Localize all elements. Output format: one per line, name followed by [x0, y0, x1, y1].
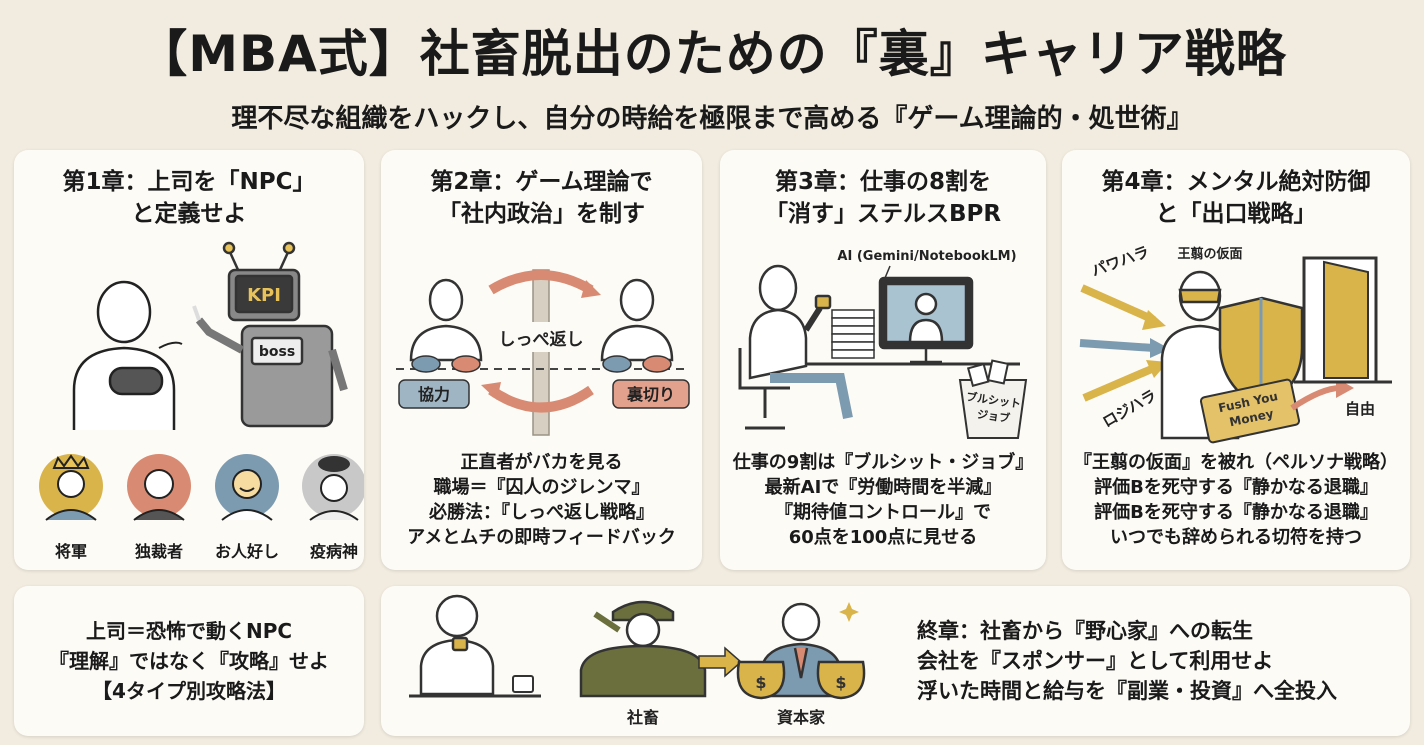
trash-bin: [958, 359, 1028, 439]
transition-arrow: [698, 646, 743, 678]
chapter2-body: 正直者がバカを見る 職場＝『囚人のジレンマ』 必勝法：『しっぺ返し戦略』 アメと…: [407, 452, 676, 548]
shachiku-label: 社畜: [626, 708, 659, 727]
trash-label-2: ジョブ: [976, 407, 1011, 425]
mask-label: 王翦の仮面: [1177, 246, 1242, 262]
chapter1-card: 第1章：上司を「NPC」 と定義せよ KPI boss: [14, 150, 364, 570]
summary-text: 上司＝恐怖で動くNPC 『理解』ではなく『攻略』せよ 【4タイプ別攻略法】: [49, 619, 329, 703]
dictator-avatar: [127, 454, 191, 521]
summary-card: 上司＝恐怖で動くNPC 『理解』ではなく『攻略』せよ 【4タイプ別攻略法】: [14, 586, 364, 736]
chapter3-body: 仕事の9割は『ブルシット・ジョブ』 最新AIで『労働時間を半減』 『期待値コント…: [732, 452, 1034, 548]
chapter2-title: 第2章：ゲーム理論で 「社内政治」を制す: [430, 169, 653, 227]
final-chapter-card: 社畜 $ $ 資本家 終章：社畜から『野心家』への転生 会社を『スポンサー』とし…: [381, 586, 1410, 736]
boss-robot: [192, 241, 348, 428]
chapter1-title: 第1章：上司を「NPC」 と定義せよ: [62, 169, 316, 227]
ticket-icon: [1199, 378, 1301, 444]
chapter3-card: 第3章：仕事の8割を 「消す」ステルスBPR AI (Gemini/Notebo…: [720, 150, 1046, 570]
type-label-plague: 疫病神: [309, 542, 358, 561]
final-chapter-text: 終章：社畜から『野心家』への転生 会社を『スポンサー』として利用せよ 浮いた時間…: [917, 619, 1337, 703]
exit-door: [1294, 256, 1392, 384]
money-bag-right: [816, 660, 866, 700]
robot-badge-label: boss: [259, 344, 295, 360]
left-player-icon: [409, 278, 483, 362]
capitalist-figure: [736, 602, 866, 700]
npc-illustration: KPI boss: [72, 241, 348, 430]
capitalist-label: 資本家: [777, 708, 826, 727]
plague-avatar: [302, 454, 364, 521]
betray-label: 裏切り: [626, 385, 675, 404]
logic-harassment-label: ロジハラ: [1099, 386, 1159, 431]
chapter2-card: 第2章：ゲーム理論で 「社内政治」を制す しっぺ返し 協力 裏切り 正直者がバカ…: [381, 150, 702, 570]
rebirth-illustration: 社畜 $ $ 資本家: [409, 594, 866, 727]
sparkle-icon: [839, 602, 859, 622]
boss-type-avatars: [39, 454, 364, 521]
ai-label: AI (Gemini/NotebookLM): [837, 249, 1016, 264]
type-label-pushover: お人好し: [214, 542, 279, 561]
page-subtitle: 理不尽な組織をハックし、自分の時給を極限まで高める『ゲーム理論的・処世術』: [231, 104, 1193, 134]
player-figure: [72, 280, 176, 430]
cooperate-label: 協力: [418, 385, 450, 404]
mental-defense-illustration: パワハラ ロジハラ 王翦の仮面 Fush You Money 自由: [1079, 243, 1392, 444]
robot-screen-label: KPI: [247, 285, 281, 306]
chapter4-card: 第4章：メンタル絶対防御 と「出口戦略」 パワハラ ロジハラ 王翦の仮面 Fus…: [1062, 150, 1410, 570]
svg-text:$: $: [835, 673, 846, 692]
type-label-shogun: 将軍: [54, 542, 87, 561]
tit-for-tat-illustration: しっぺ返し 協力 裏切り: [396, 269, 690, 436]
stealth-bpr-illustration: AI (Gemini/NotebookLM): [738, 249, 1028, 439]
relaxed-worker: [748, 264, 853, 419]
pushover-avatar: [215, 454, 279, 521]
svg-text:$: $: [755, 673, 766, 692]
type-label-dictator: 独裁者: [134, 542, 183, 561]
soldier-figure: [579, 600, 707, 698]
chapter4-body: 『王翦の仮面』を被れ（ペルソナ戦略） 評価Bを死守する『静かなる退職』 評価Bを…: [1074, 452, 1398, 548]
tit-for-tat-label: しっぺ返し: [499, 330, 584, 350]
power-harassment-label: パワハラ: [1089, 243, 1151, 280]
ai-monitor: [878, 276, 974, 364]
freedom-label: 自由: [1345, 400, 1375, 418]
page-title: 【MBA式】社畜脱出のための『裏』キャリア戦略: [137, 25, 1287, 83]
coffee-worker: [419, 594, 495, 696]
office-chair: [738, 348, 790, 430]
shogun-avatar: [39, 454, 103, 521]
paper-stack: [831, 309, 875, 359]
chapter4-title: 第4章：メンタル絶対防御 と「出口戦略」: [1101, 169, 1371, 227]
money-bag-left: [736, 660, 786, 700]
right-player-icon: [600, 278, 674, 362]
chapter3-title: 第3章：仕事の8割を 「消す」ステルスBPR: [764, 169, 1002, 227]
